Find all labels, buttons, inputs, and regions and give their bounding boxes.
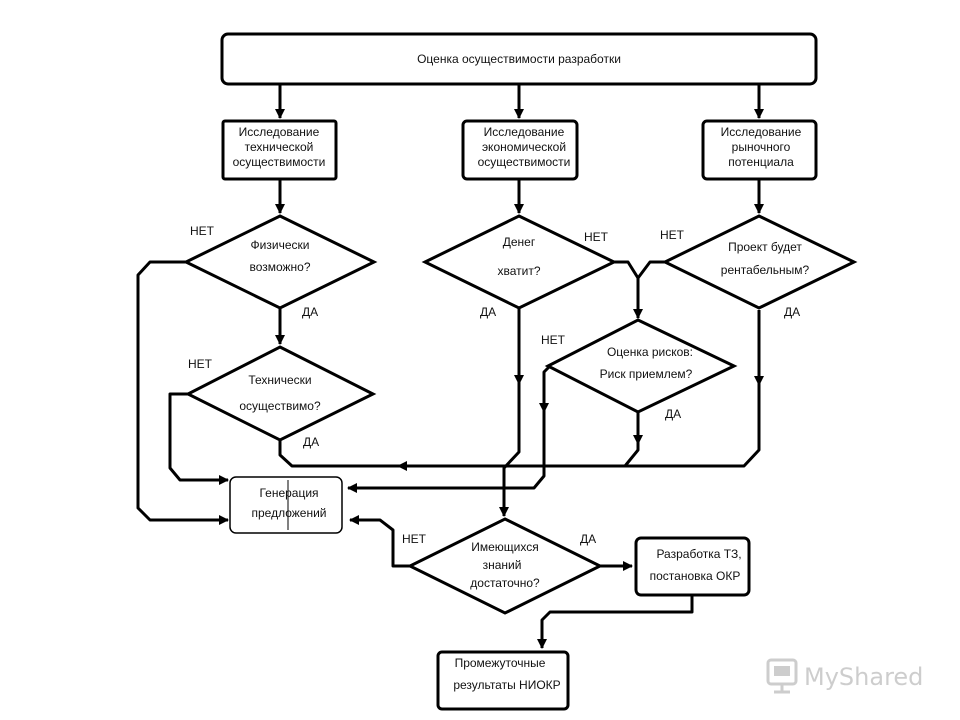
knowledge-line1: Имеющихся bbox=[471, 540, 539, 554]
physically-line2: возможно? bbox=[249, 260, 310, 274]
results-box: Промежуточные результаты НИОКР bbox=[436, 650, 570, 711]
watermark-text: MyShared bbox=[804, 663, 923, 691]
arrow-money-yes bbox=[499, 308, 521, 517]
knowledge-sufficient-decision: Имеющихся знаний достаточно? bbox=[406, 517, 604, 615]
tech-study-line1: Исследование bbox=[239, 125, 320, 139]
money-line1: Денег bbox=[503, 235, 536, 249]
econ-study-box: Исследование экономической осуществимост… bbox=[461, 119, 579, 181]
label-money-no: НЕТ bbox=[584, 230, 609, 244]
profitable-decision: Проект будет рентабельным? bbox=[661, 214, 858, 310]
myshared-watermark: MyShared bbox=[766, 658, 923, 694]
tech-study-line3: осуществимости bbox=[233, 155, 326, 169]
spec-line2: постановка ОКР bbox=[650, 569, 741, 583]
feasibility-label: Оценка осуществимости разработки bbox=[417, 52, 621, 66]
generation-box: Генерация предложений bbox=[229, 476, 343, 534]
tech-study-box: Исследование технической осуществимости bbox=[221, 119, 338, 181]
knowledge-line3: достаточно? bbox=[470, 576, 540, 590]
econ-study-line2: экономической bbox=[482, 140, 566, 154]
label-money-yes: ДА bbox=[480, 305, 496, 319]
knowledge-line2: знаний bbox=[483, 558, 522, 572]
risk-acceptable-decision: Оценка рисков: Риск приемлем? bbox=[544, 318, 738, 414]
spec-line1: Разработка ТЗ, bbox=[656, 547, 741, 561]
label-risk-yes: ДА bbox=[665, 407, 681, 421]
technically-line2: осуществимо? bbox=[239, 399, 321, 413]
risk-line2: Риск приемлем? bbox=[600, 367, 693, 381]
technically-feasible-decision: Технически осуществимо? bbox=[184, 345, 377, 442]
market-study-box: Исследование рыночного потенциала bbox=[701, 119, 818, 181]
profitable-line2: рентабельным? bbox=[721, 263, 810, 277]
enough-money-decision: Денег хватит? bbox=[421, 214, 618, 310]
arrow-money-no bbox=[614, 260, 643, 319]
arrow-knowledge-no bbox=[349, 515, 410, 568]
label-profit-no: НЕТ bbox=[660, 228, 685, 242]
line-technical-yes-bus bbox=[278, 368, 761, 468]
branch-labels: НЕТ ДА НЕТ ДА НЕТ ДА НЕТ ДА НЕТ ДА НЕТ Д… bbox=[188, 224, 800, 546]
physically-possible-decision: Физически возможно? bbox=[182, 214, 378, 310]
technically-line1: Технически bbox=[248, 373, 311, 387]
spec-box: Разработка ТЗ, постановка ОКР bbox=[634, 536, 751, 597]
presentation-icon bbox=[766, 658, 798, 694]
label-technical-no: НЕТ bbox=[188, 357, 213, 371]
tech-study-line2: технической bbox=[245, 140, 314, 154]
econ-study-line3: осуществимости bbox=[478, 155, 571, 169]
physically-line1: Физически bbox=[251, 238, 310, 252]
label-risk-no: НЕТ bbox=[541, 333, 566, 347]
market-study-line3: потенциала bbox=[728, 155, 794, 169]
label-technical-yes: ДА bbox=[303, 435, 319, 449]
feasibility-box: Оценка осуществимости разработки bbox=[220, 32, 818, 86]
line-risk-yes bbox=[623, 412, 640, 467]
risk-line1: Оценка рисков: bbox=[607, 345, 693, 359]
arrow-spec-to-results bbox=[537, 596, 694, 649]
generation-line2: предложений bbox=[252, 506, 327, 520]
connectors bbox=[136, 84, 764, 649]
generation-line1: Генерация bbox=[259, 486, 318, 500]
arrow-risk-no bbox=[347, 364, 552, 493]
arrow-technical-no bbox=[168, 392, 229, 485]
label-profit-yes: ДА bbox=[784, 305, 800, 319]
results-line2: результаты НИОКР bbox=[453, 678, 560, 692]
arrow-physical-no bbox=[136, 260, 229, 525]
label-knowledge-no: НЕТ bbox=[402, 532, 427, 546]
profitable-line1: Проект будет bbox=[728, 240, 802, 254]
market-study-line2: рыночного bbox=[732, 140, 791, 154]
money-line2: хватит? bbox=[497, 264, 540, 278]
label-knowledge-yes: ДА bbox=[580, 532, 596, 546]
market-study-line1: Исследование bbox=[721, 125, 802, 139]
results-line1: Промежуточные bbox=[455, 656, 546, 670]
label-physical-no: НЕТ bbox=[190, 224, 215, 238]
econ-study-line1: Исследование bbox=[484, 125, 565, 139]
label-physical-yes: ДА bbox=[302, 305, 318, 319]
arrow-profit-no bbox=[636, 260, 665, 279]
